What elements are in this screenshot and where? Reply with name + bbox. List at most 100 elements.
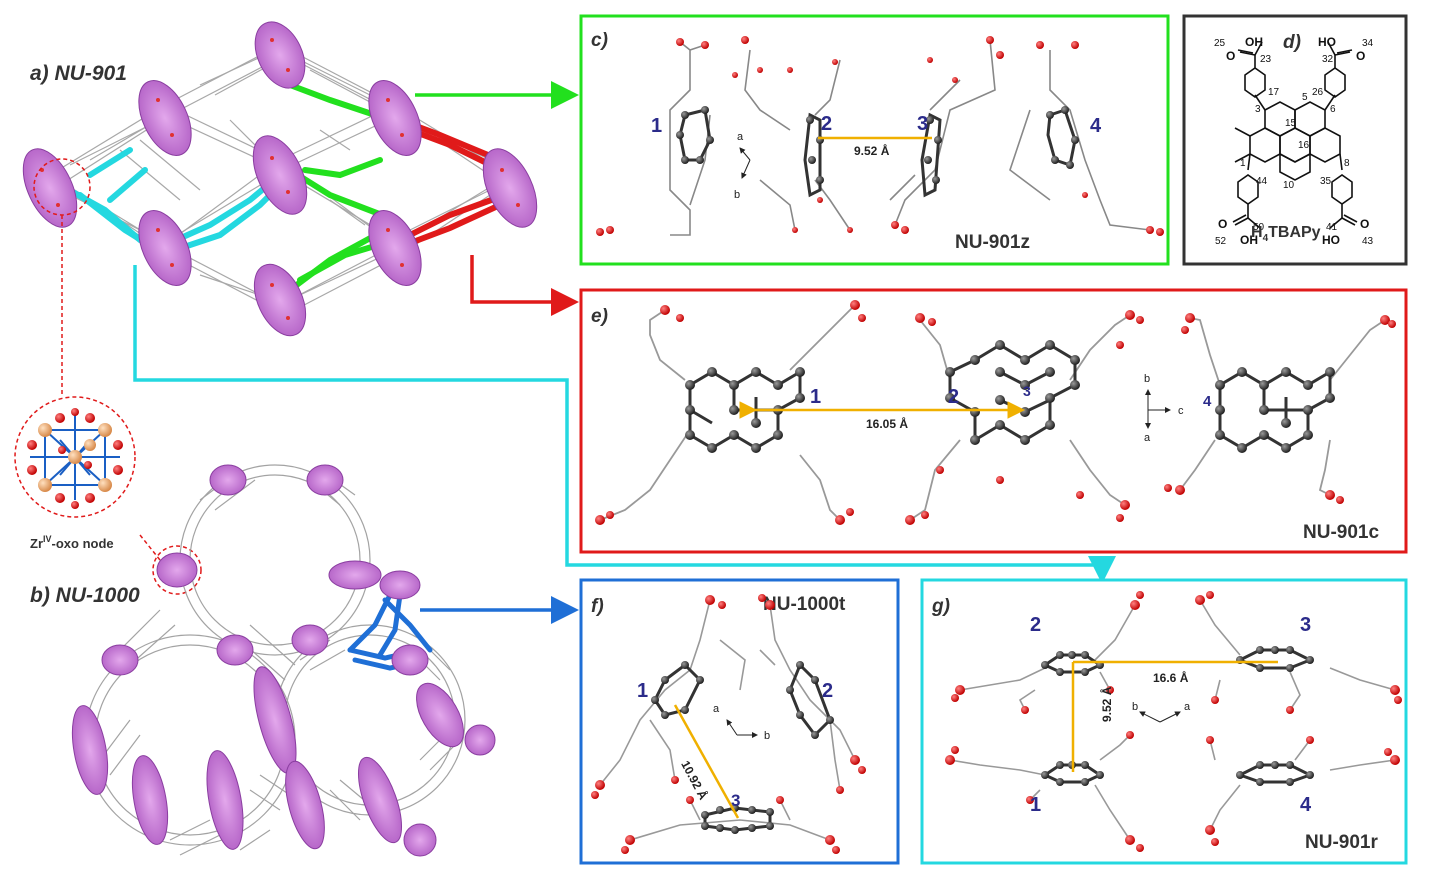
- nu1000-node-clusters: [71, 464, 496, 857]
- panel-c-name: NU-901z: [955, 232, 1030, 253]
- atom-43: 43: [1362, 236, 1374, 247]
- atom-26: 26: [1312, 87, 1324, 98]
- panel-g-carbon-atoms: [1041, 646, 1314, 786]
- atom-23: 23: [1260, 54, 1272, 65]
- o-bottom-right: O: [1360, 217, 1369, 231]
- oh-top-left: OH: [1245, 35, 1263, 49]
- panel-b-framework: b) NU-1000: [30, 464, 496, 857]
- atom-15: 15: [1285, 118, 1297, 129]
- panel-e-number-3: 3: [1023, 383, 1031, 399]
- panel-f-axis-b: b: [764, 730, 770, 742]
- panel-e-frame: [579, 288, 1408, 554]
- ho-top-right: HO: [1318, 35, 1336, 49]
- atom-35: 35: [1320, 176, 1332, 187]
- panel-e-distance: 16.05 Å: [866, 416, 908, 431]
- panel-e-axis-a: a: [1144, 432, 1151, 444]
- panel-e-axis-b: b: [1144, 373, 1150, 385]
- node-highlight-circle-b: [152, 545, 202, 595]
- connector-arrows: [133, 81, 1116, 624]
- panel-g-name: NU-901r: [1305, 832, 1378, 853]
- panel-g-number-2: 2: [1030, 614, 1041, 636]
- node-label: ZrIV-oxo node: [30, 534, 114, 551]
- panel-f-number-2: 2: [822, 680, 833, 702]
- panel-c-axis-b: b: [734, 189, 740, 201]
- atom-8: 8: [1344, 158, 1350, 169]
- panel-e-name: NU-901c: [1303, 522, 1379, 543]
- panel-c-carbon-atoms: [676, 106, 1079, 184]
- panel-f-frame: [579, 578, 900, 865]
- panel-g-distance-h: 16.6 Å: [1153, 670, 1189, 685]
- panel-e-axis-indicator: [1145, 389, 1171, 429]
- o-bottom-left: O: [1218, 217, 1227, 231]
- panel-f: f) NU-1000t 10.92 Å 1: [579, 578, 900, 865]
- panel-f-label: f): [591, 596, 604, 617]
- panel-e-oxygen-atoms: [595, 300, 1396, 525]
- o-top-left: O: [1226, 49, 1235, 63]
- atom-34: 34: [1362, 38, 1374, 49]
- panel-c-axis-indicator: [739, 147, 751, 179]
- panel-g-number-1: 1: [1030, 794, 1041, 816]
- panel-c-number-3: 3: [917, 113, 928, 135]
- panel-f-axis-indicator: [726, 719, 758, 738]
- formula: H4TBAPy: [1251, 224, 1321, 244]
- panel-c-number-2: 2: [821, 113, 832, 135]
- panel-e: e): [579, 288, 1408, 554]
- panel-c-number-1: 1: [651, 115, 662, 137]
- atom-50: 50: [1253, 222, 1265, 233]
- panel-c-axis-a: a: [737, 131, 744, 143]
- panel-e-number-4: 4: [1203, 393, 1212, 410]
- panel-c: c): [579, 14, 1170, 266]
- panel-g-oxygen-atoms: [945, 591, 1402, 852]
- panel-f-axis-a: a: [713, 703, 720, 715]
- panel-f-carbon-atoms: [651, 661, 834, 834]
- panel-g-number-4: 4: [1300, 794, 1312, 816]
- panel-c-distance: 9.52 Å: [854, 143, 890, 158]
- oh-bottom-left: OH: [1240, 233, 1258, 247]
- panel-g-number-3: 3: [1300, 614, 1311, 636]
- atom-16: 16: [1298, 140, 1310, 151]
- atom-32: 32: [1322, 54, 1334, 65]
- nu901-node-clusters: [22, 21, 538, 337]
- panel-g-linkers: [949, 599, 1396, 841]
- panel-f-oxygen-atoms: [591, 594, 866, 854]
- panel-a-framework: a) NU-901: [22, 21, 538, 337]
- atom-25: 25: [1214, 38, 1226, 49]
- panel-f-name: NU-1000t: [763, 594, 846, 615]
- red-arrow: [470, 255, 579, 316]
- panel-d: d) 25 OH O 23 HO: [1182, 14, 1408, 266]
- panel-e-label: e): [591, 306, 608, 327]
- atom-17: 17: [1268, 87, 1280, 98]
- o-top-right: O: [1356, 49, 1365, 63]
- panel-e-carbon-atoms: [685, 340, 1335, 453]
- panel-g-frame: [920, 578, 1408, 865]
- panel-e-axis-c: c: [1178, 405, 1184, 417]
- panel-f-number-3: 3: [731, 791, 740, 810]
- atom-44: 44: [1256, 176, 1268, 187]
- panel-b-label: b) NU-1000: [30, 584, 140, 607]
- panel-g-label: g): [931, 596, 950, 617]
- cyan-arrow: [133, 265, 1116, 584]
- atom-52: 52: [1215, 236, 1227, 247]
- callout-line-bottom: [139, 534, 161, 561]
- panel-a-label: a) NU-901: [30, 62, 127, 85]
- atom-1: 1: [1240, 158, 1246, 169]
- panel-d-frame: [1182, 14, 1408, 266]
- zr-oxo-node-structure: [27, 408, 123, 509]
- panel-c-frame: [579, 14, 1170, 266]
- panel-c-oxygen-atoms: [596, 36, 1164, 236]
- panel-g-distance-v: 9.52 Å: [1099, 686, 1114, 722]
- panel-d-label: d): [1283, 32, 1301, 53]
- atom-10: 10: [1283, 180, 1295, 191]
- panel-c-label: c): [591, 30, 608, 51]
- panel-g-axis-a: a: [1184, 701, 1191, 713]
- node-zoom-callout: ZrIV-oxo node: [14, 158, 202, 595]
- panel-g: g): [920, 578, 1408, 865]
- panel-e-linkers: [599, 304, 1386, 521]
- panel-c-number-4: 4: [1090, 115, 1102, 137]
- atom-3: 3: [1255, 104, 1261, 115]
- tbapy-structure: [1232, 41, 1358, 229]
- panel-e-number-1: 1: [810, 386, 821, 408]
- panel-g-axis-b: b: [1132, 701, 1138, 713]
- atom-5: 5: [1302, 92, 1308, 103]
